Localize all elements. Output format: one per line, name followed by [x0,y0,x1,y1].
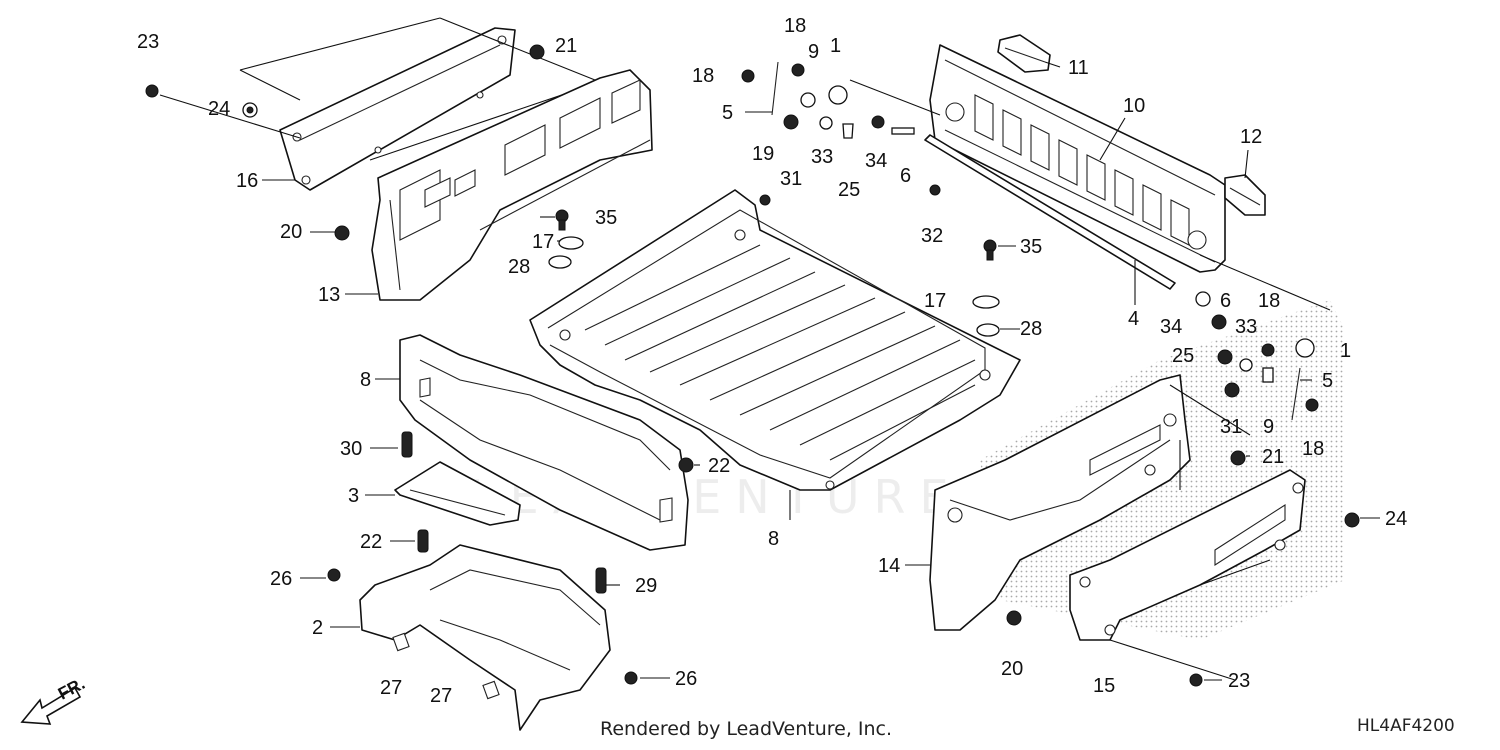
part-8-bed-floor [529,189,1021,520]
callout-33: 33 [811,146,833,168]
callout-16: 15 [1093,675,1115,697]
callout-26: 25 [1172,345,1194,367]
front-direction-arrow: FR. [20,674,88,725]
callout-17: 17 [924,290,946,312]
part-3-plate [394,461,521,526]
part-2-lower-cover [359,544,611,731]
callout-18: 18 [692,65,714,87]
callout-18: 18 [784,15,806,37]
callout-18: 18 [1258,290,1280,312]
callout-24: 24 [1385,508,1407,530]
callout-6: 6 [900,165,911,187]
callout-2: 2 [312,617,323,639]
callout-23: 23 [137,31,159,53]
callout-25: 26 [675,668,697,690]
callout-6: 6 [1220,290,1231,312]
part-11-latch [997,34,1051,73]
callout-10: 10 [1123,95,1145,117]
floor-ribs [584,244,976,461]
callout-28: 28 [1020,318,1042,340]
callout-21: 21 [1262,446,1284,468]
drawing-code: HL4AF4200 [1357,716,1455,736]
callout-33: 33 [1235,316,1257,338]
callout-20: 20 [280,221,302,243]
callout-3: 3 [348,485,359,507]
callout-8: 8 [768,528,779,550]
part-4-rod [924,134,1176,305]
callout-20: 20 [1001,658,1023,680]
callout-1: 1 [1340,340,1351,362]
callout-31: 31 [780,168,802,190]
callout-22: 22 [708,455,730,477]
callout-9: 9 [808,41,819,63]
callout-25: 26 [270,568,292,590]
callout-18: 18 [1302,438,1324,460]
callout-15: 16 [236,170,258,192]
callout-5: 5 [722,102,733,124]
part-13-side-panel [371,69,653,301]
callout-leaders [262,61,1380,681]
callout-27: 27 [380,677,402,699]
part-14-right-panel [929,374,1251,631]
tailgate-slots [974,94,1190,246]
part-10-tailgate [849,44,1331,311]
callout-12: 12 [1240,126,1262,148]
callout-27: 27 [430,685,452,707]
callout-5: 5 [1322,370,1333,392]
callout-29: 29 [635,575,657,597]
callout-14: 14 [878,555,900,577]
callout-7: 8 [360,369,371,391]
callout-1: 1 [830,35,841,57]
callout-24: 24 [208,98,230,120]
fasteners [145,44,1360,687]
part-12-latch [1224,174,1266,216]
callout-13: 13 [318,284,340,306]
callout-34: 34 [1160,316,1182,338]
callout-26: 25 [838,179,860,201]
callout-9: 9 [1263,416,1274,438]
render-credit: Rendered by LeadVenture, Inc. [600,718,893,740]
part-7-front-wall [399,334,689,551]
callout-34: 34 [865,150,887,172]
callout-21: 21 [555,35,577,57]
callout-11: 11 [1068,57,1089,79]
part-16-right-lower-panel [1069,469,1306,681]
callout-32: 32 [921,225,943,247]
callout-30: 30 [340,438,362,460]
callout-17: 17 [532,231,554,253]
callout-31: 31 [1220,416,1242,438]
callout-28: 28 [508,256,530,278]
callout-22: 22 [360,531,382,553]
callout-35: 35 [595,207,617,229]
callout-23: 23 [1228,670,1250,692]
callout-35: 35 [1020,236,1042,258]
callout-19: 19 [752,143,774,165]
callout-numbers: 23 21 24 16 20 13 18 18 9 1 5 19 31 33 2… [137,15,1407,707]
callout-4: 4 [1128,308,1139,330]
